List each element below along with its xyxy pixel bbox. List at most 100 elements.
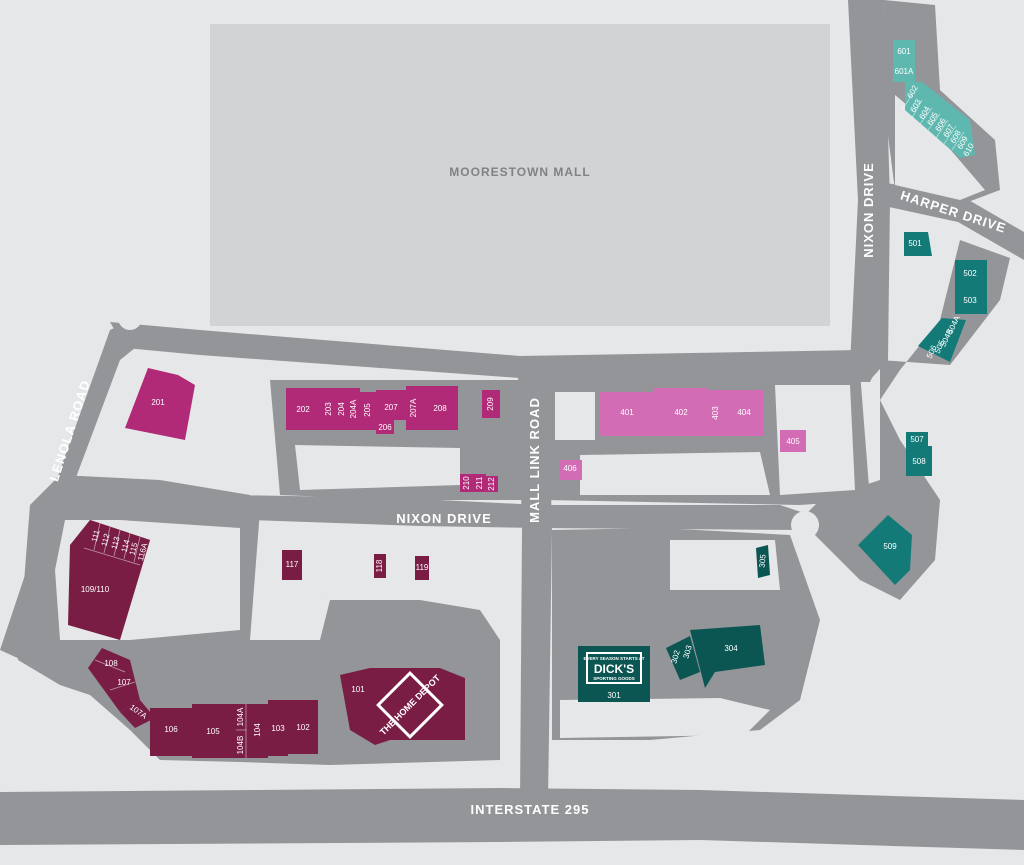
section-200 bbox=[125, 368, 500, 492]
lenola-road bbox=[0, 318, 145, 660]
unit-102[interactable] bbox=[288, 700, 318, 754]
unit-108-107[interactable] bbox=[88, 648, 140, 712]
dicks-logo: EVERY SEASON STARTS AT DICK'S SPORTING G… bbox=[584, 652, 645, 684]
nixon-drive-east bbox=[848, 0, 890, 380]
unit-404[interactable] bbox=[724, 390, 764, 436]
label-104: 104 bbox=[253, 723, 262, 737]
island-south-2 bbox=[560, 698, 770, 738]
unit-212[interactable] bbox=[486, 476, 498, 492]
unit-105[interactable] bbox=[192, 704, 236, 758]
label-107: 107 bbox=[117, 678, 131, 687]
label-401: 401 bbox=[620, 408, 634, 417]
north-loop-road bbox=[110, 322, 880, 382]
unit-204[interactable] bbox=[336, 388, 348, 430]
unit-103[interactable] bbox=[268, 700, 288, 756]
unit-504-506[interactable] bbox=[918, 318, 966, 362]
unit-211[interactable] bbox=[474, 474, 486, 492]
label-503: 503 bbox=[963, 296, 977, 305]
label-206: 206 bbox=[378, 423, 392, 432]
island-center-1 bbox=[295, 445, 460, 490]
unit-501[interactable] bbox=[904, 232, 932, 256]
label-112: 112 bbox=[100, 532, 112, 547]
unit-509[interactable] bbox=[858, 515, 912, 585]
unit-502[interactable] bbox=[955, 260, 987, 288]
unit-117[interactable] bbox=[282, 550, 302, 580]
unit-208[interactable] bbox=[422, 386, 458, 430]
section-600 bbox=[893, 40, 975, 158]
label-502: 502 bbox=[963, 269, 977, 278]
unit-118[interactable] bbox=[374, 554, 386, 578]
label-101: 101 bbox=[351, 685, 365, 694]
unit-401[interactable] bbox=[600, 392, 654, 436]
unit-206[interactable] bbox=[376, 420, 394, 434]
label-204: 204 bbox=[337, 402, 346, 416]
island-east-3 bbox=[775, 385, 855, 495]
label-404: 404 bbox=[737, 408, 751, 417]
island-ring bbox=[118, 306, 142, 330]
unit-503[interactable] bbox=[955, 288, 987, 314]
label-208: 208 bbox=[433, 404, 447, 413]
label-211: 211 bbox=[475, 476, 484, 489]
unit-202[interactable] bbox=[286, 388, 322, 430]
unit-403[interactable] bbox=[708, 390, 724, 436]
unit-203[interactable] bbox=[322, 388, 336, 430]
island-east-2 bbox=[580, 452, 770, 495]
unit-204a[interactable] bbox=[348, 388, 360, 430]
label-302: 302 bbox=[670, 649, 682, 665]
label-114: 114 bbox=[120, 538, 132, 553]
label-402: 402 bbox=[674, 408, 688, 417]
road-label-nixon-center: NIXON DRIVE bbox=[396, 511, 492, 526]
label-103: 103 bbox=[271, 724, 285, 733]
label-305: 305 bbox=[758, 553, 768, 568]
unit-601[interactable] bbox=[893, 40, 915, 62]
label-406: 406 bbox=[563, 464, 577, 473]
label-205: 205 bbox=[363, 403, 372, 417]
unit-304[interactable] bbox=[690, 625, 765, 688]
unit-104-group[interactable] bbox=[236, 704, 268, 758]
unit-205[interactable] bbox=[360, 392, 376, 430]
unit-508[interactable] bbox=[906, 446, 932, 476]
unit-210[interactable] bbox=[460, 474, 474, 492]
unit-507[interactable] bbox=[906, 432, 928, 446]
unit-305[interactable] bbox=[756, 545, 770, 578]
island-ring-2 bbox=[791, 511, 819, 539]
unit-402[interactable] bbox=[654, 388, 708, 436]
nixon-drive-center bbox=[60, 492, 810, 530]
unit-302-303[interactable] bbox=[666, 636, 700, 680]
harper-drive bbox=[880, 182, 1024, 260]
road-label-mall-link: MALL LINK ROAD bbox=[527, 397, 542, 523]
unit-207[interactable] bbox=[376, 390, 406, 420]
label-210: 210 bbox=[462, 476, 471, 490]
label-507: 507 bbox=[910, 435, 924, 444]
unit-201[interactable] bbox=[125, 368, 195, 440]
label-403: 403 bbox=[711, 406, 720, 420]
unit-406[interactable] bbox=[560, 460, 582, 480]
label-102: 102 bbox=[296, 723, 310, 732]
label-508: 508 bbox=[912, 457, 926, 466]
road-label-interstate: INTERSTATE 295 bbox=[471, 802, 590, 817]
label-118: 118 bbox=[375, 559, 384, 572]
unit-601a[interactable] bbox=[893, 62, 915, 82]
moorestown-mall[interactable] bbox=[210, 24, 830, 326]
unit-119[interactable] bbox=[415, 556, 429, 580]
unit-209[interactable] bbox=[482, 390, 500, 418]
label-304: 304 bbox=[724, 644, 738, 653]
label-109-110: 109/110 bbox=[81, 585, 110, 594]
section-400 bbox=[560, 388, 806, 480]
island-east-1 bbox=[555, 392, 595, 440]
label-303: 303 bbox=[682, 644, 694, 660]
unit-405[interactable] bbox=[780, 430, 806, 452]
label-113: 113 bbox=[110, 535, 122, 550]
road-label-nixon-east: NIXON DRIVE bbox=[861, 162, 876, 258]
unit-602-610[interactable] bbox=[905, 82, 975, 158]
unit-207a[interactable] bbox=[406, 386, 422, 430]
label-509: 509 bbox=[883, 542, 897, 551]
label-301: 301 bbox=[607, 691, 621, 700]
section-600-dividers bbox=[901, 94, 965, 151]
label-207a: 207A bbox=[409, 398, 418, 417]
section-100-dividers bbox=[83, 522, 247, 758]
unit-107a[interactable] bbox=[120, 700, 155, 728]
label-204a: 204A bbox=[349, 399, 358, 418]
unit-106[interactable] bbox=[150, 708, 192, 756]
